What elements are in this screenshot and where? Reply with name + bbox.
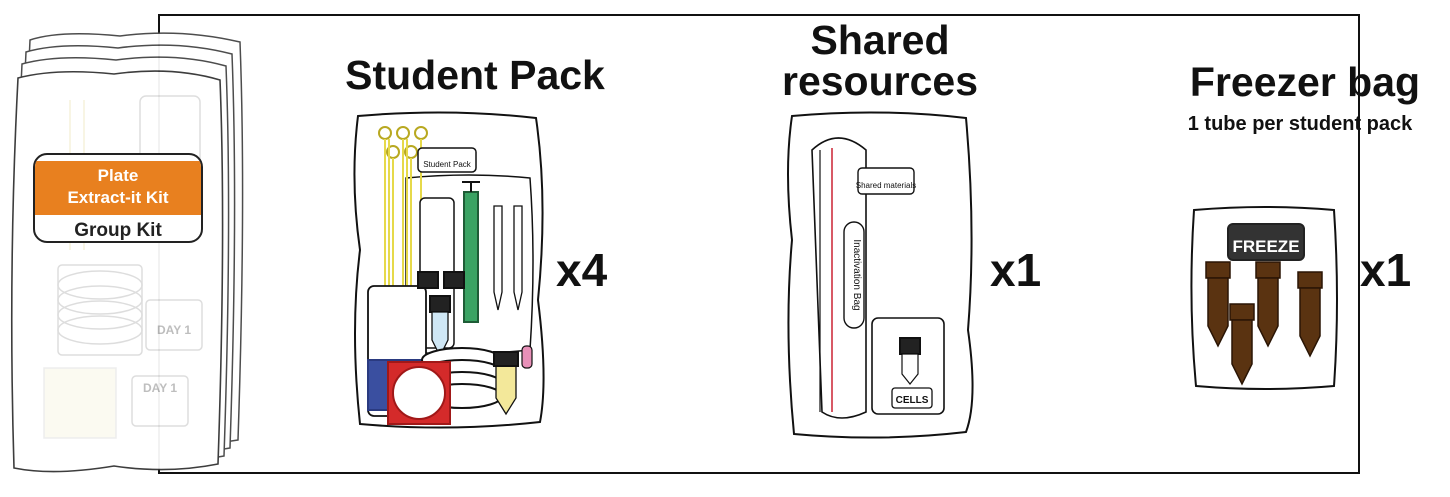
freeze-label: FREEZE [1232, 237, 1299, 256]
freezer-bag-subtitle: 1 tube per student pack [1187, 113, 1413, 135]
kit-title-line1: Plate [97, 166, 139, 185]
freezer-bag-title: Freezer bag [1189, 59, 1421, 105]
freezer-bag-quantity: x1 [1360, 244, 1412, 296]
student-pack-tag: Student Pack [423, 160, 472, 169]
kit-title-line2: Extract-it Kit [67, 188, 169, 207]
student-pack-bag: Student Pack [353, 111, 545, 429]
cells-label: CELLS [896, 395, 929, 406]
group-kit-illustration: DAY 1 DAY 1 [10, 32, 244, 473]
shared-materials-tag: Shared materials [856, 181, 916, 190]
inactivation-bag-label: Inactivation Bag [851, 239, 862, 310]
shared-resources-title: Shared resources [781, 17, 978, 104]
day-label-2: DAY 1 [143, 381, 177, 395]
day-label-1: DAY 1 [157, 323, 191, 337]
shared-resources-quantity: x1 [990, 244, 1042, 296]
student-pack-title: Student Pack [345, 52, 605, 98]
freezer-bag: FREEZE [1190, 206, 1338, 390]
student-pack-quantity: x4 [556, 244, 608, 296]
group-kit-label: Plate Extract-it Kit Group Kit [33, 153, 203, 243]
kit-orange-banner: Plate Extract-it Kit [35, 161, 201, 215]
shared-resources-bag: Inactivation Bag Shared materials CELLS [787, 111, 974, 439]
kit-group-text: Group Kit [74, 220, 162, 241]
